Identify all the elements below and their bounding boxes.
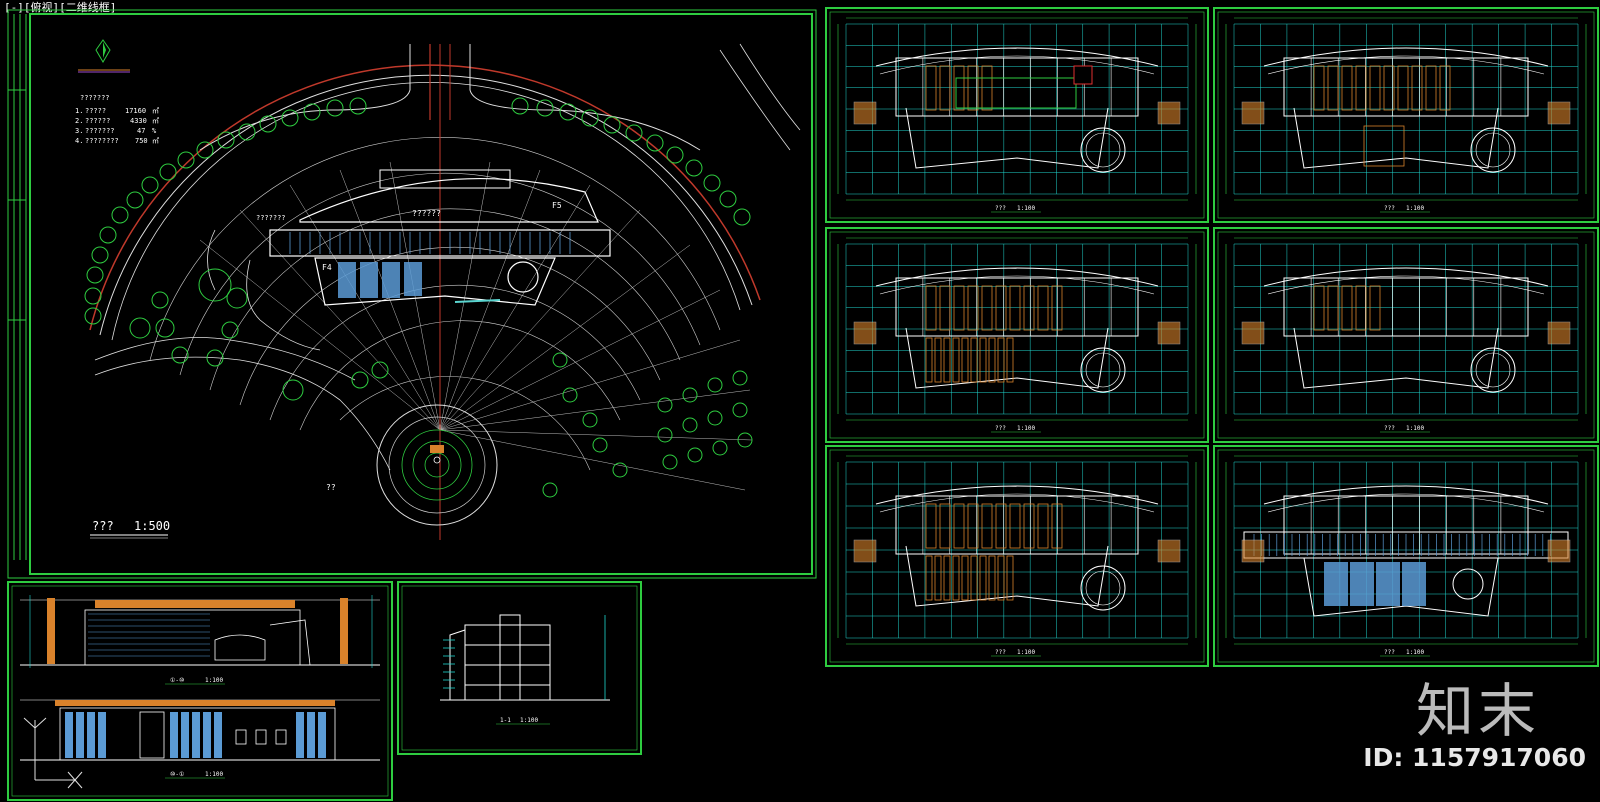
sheet-3-scale: 1:100 xyxy=(1017,425,1035,432)
floor-plan-sheet-6[interactable]: ??? 1:100 xyxy=(1213,445,1599,667)
floor-plan-sheet-1[interactable]: ??? 1:100 xyxy=(825,7,1209,223)
area-row-2-unit: ㎡ xyxy=(152,117,159,125)
area-table-header: ??????? xyxy=(80,94,110,102)
sheet-2-title: ??? xyxy=(1384,205,1395,212)
floor-plan-sheet-4[interactable]: ??? 1:100 xyxy=(1213,227,1599,443)
floor-plan-sheet-2[interactable]: ??? 1:100 xyxy=(1213,7,1599,223)
building-walls xyxy=(875,47,1159,173)
furniture xyxy=(925,285,1063,383)
sheet-5-scale: 1:100 xyxy=(1017,649,1035,656)
furniture xyxy=(1313,65,1451,167)
elevation-2: ⑩-① 1:100 xyxy=(20,699,380,779)
elevation-1: ①-⑩ 1:100 xyxy=(20,595,380,685)
north-arrow-icon xyxy=(78,39,130,73)
sheet-6-scale: 1:100 xyxy=(1406,649,1424,656)
axis-grid xyxy=(845,243,1189,415)
section-stair xyxy=(443,615,606,700)
area-row-3-name: ??????? xyxy=(85,127,115,135)
area-row-1-name: ????? xyxy=(85,107,106,115)
site-plan-scale: 1:500 xyxy=(134,519,170,533)
floor-tag-f4: F4 xyxy=(322,263,332,272)
area-row-3-unit: % xyxy=(152,127,157,135)
area-row-4-unit: ㎡ xyxy=(152,137,159,145)
area-row-1-value: 17160 xyxy=(125,107,146,115)
entry-label: ?? xyxy=(326,483,336,492)
area-row-3-num: 3. xyxy=(75,127,83,135)
axis-grid xyxy=(1233,23,1579,195)
sheet-3-title: ??? xyxy=(995,425,1006,432)
area-row-2-num: 2. xyxy=(75,117,83,125)
sheet-4-title: ??? xyxy=(1384,425,1395,432)
sheet-6-title: ??? xyxy=(1384,649,1395,656)
elevation-1-title: ①-⑩ xyxy=(170,677,184,684)
site-plan-title: ??? xyxy=(92,519,114,533)
furniture xyxy=(1313,285,1381,331)
building-walls xyxy=(1263,47,1549,173)
area-row-4-num: 4. xyxy=(75,137,83,145)
furniture xyxy=(925,65,993,111)
sheet-4-scale: 1:100 xyxy=(1406,425,1424,432)
entrance-road xyxy=(199,44,701,540)
side-label: ??????? xyxy=(256,214,286,222)
area-row-2-name: ?????? xyxy=(85,117,110,125)
section-title: 1-1 xyxy=(500,717,511,724)
elevation-2-scale: 1:100 xyxy=(205,771,223,778)
ucs-icon xyxy=(23,717,83,789)
building-label: ?????? xyxy=(412,209,441,218)
area-row-2-value: 4330 xyxy=(130,117,147,125)
building-walls xyxy=(1263,267,1549,393)
watermark-logo: 知末 xyxy=(1415,677,1540,745)
sheet-2-scale: 1:100 xyxy=(1406,205,1424,212)
landscape-paths xyxy=(94,43,801,471)
elevation-2-title: ⑩-① xyxy=(170,771,184,778)
elevation-1-scale: 1:100 xyxy=(205,677,223,684)
area-row-1-num: 1. xyxy=(75,107,83,115)
building-walls xyxy=(875,485,1159,611)
viewport-label[interactable]: [-][俯视][二维线框] xyxy=(4,1,117,14)
section-scale: 1:100 xyxy=(520,717,538,724)
floor-tag-f5: F5 xyxy=(552,201,562,210)
furniture xyxy=(925,503,1063,601)
axis-grid xyxy=(845,461,1189,639)
axis-grid xyxy=(1233,243,1579,415)
section-sheet[interactable]: 1-1 1:100 xyxy=(397,581,642,755)
floor-plan-sheets[interactable]: ??? 1:100??? 1:100??? 1:100??? 1:100??? 1:100… xyxy=(825,7,1599,667)
sheet-1-scale: 1:100 xyxy=(1017,205,1035,212)
area-row-4-name: ???????? xyxy=(85,137,119,145)
axis-grid xyxy=(845,23,1189,195)
watermark-id: ID: 1157917060 xyxy=(1363,743,1586,772)
site-plan-frame xyxy=(29,13,813,575)
floor-plan-sheet-5[interactable]: ??? 1:100 xyxy=(825,445,1209,667)
elevations-sheet[interactable]: ①-⑩ 1:100 ⑩-① 1:100 xyxy=(7,581,393,801)
site-plan-sheet[interactable]: ??????? 1. ????? 17160 ㎡ 2. ?????? 4330 … xyxy=(7,9,817,579)
area-row-1-unit: ㎡ xyxy=(152,107,159,115)
left-ruler xyxy=(7,14,27,560)
floor-plan-sheet-3[interactable]: ??? 1:100 xyxy=(825,227,1209,443)
section-drawing xyxy=(440,614,610,701)
building-walls xyxy=(875,267,1159,393)
radial-paving xyxy=(199,161,753,491)
sheet-1-title: ??? xyxy=(995,205,1006,212)
area-row-4-value: 750 xyxy=(135,137,148,145)
sheet-5-title: ??? xyxy=(995,649,1006,656)
area-table: 1. ????? 17160 ㎡ 2. ?????? 4330 ㎡ 3. ???… xyxy=(75,107,159,145)
trees xyxy=(84,97,753,498)
site-building[interactable] xyxy=(269,169,611,306)
arc-road xyxy=(89,64,761,471)
plaza-circle xyxy=(376,404,498,526)
area-row-3-value: 47 xyxy=(137,127,145,135)
